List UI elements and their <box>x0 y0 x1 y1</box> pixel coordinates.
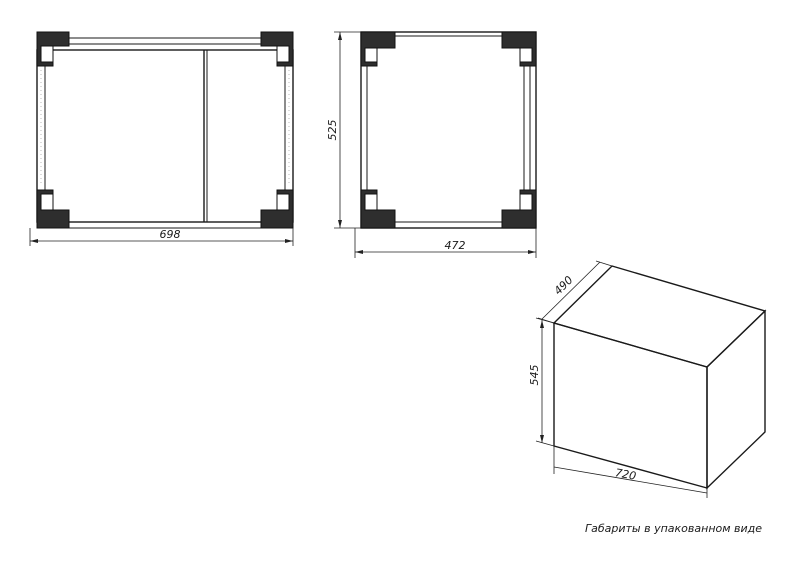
side-corner-bottom-left <box>360 189 396 229</box>
side-corner-bottom-right <box>501 189 537 229</box>
package-view: 490 545 720 <box>528 260 767 498</box>
front-view: 698 <box>29 31 294 246</box>
package-height-dimension: 545 <box>528 317 555 447</box>
package-front-face <box>553 322 708 489</box>
package-depth-dimension: 490 <box>537 260 613 324</box>
package-right-face <box>706 309 766 490</box>
side-height-label: 525 <box>326 120 339 141</box>
side-height-dimension: 525 <box>326 31 361 229</box>
package-width-dimension: 720 <box>553 446 708 498</box>
side-corner-top-right <box>501 31 537 67</box>
package-height-label: 545 <box>528 365 541 386</box>
caption: Габариты в упакованном виде <box>585 522 762 535</box>
front-view-outline <box>36 49 294 223</box>
front-corner-top-right <box>260 31 294 67</box>
side-view-outline <box>360 31 537 229</box>
front-corner-bottom-left <box>36 189 70 229</box>
side-width-label: 472 <box>445 239 466 252</box>
front-corner-bottom-right <box>260 189 294 229</box>
package-width-label: 720 <box>614 466 637 482</box>
package-top-face <box>552 265 767 368</box>
side-corner-top-left <box>360 31 396 67</box>
side-width-dimension: 472 <box>354 228 537 258</box>
side-view: 525 472 <box>326 31 537 258</box>
front-width-label: 698 <box>160 228 181 241</box>
front-width-dimension: 698 <box>29 228 294 246</box>
package-depth-label: 490 <box>552 274 576 298</box>
front-corner-top-left <box>36 31 70 67</box>
